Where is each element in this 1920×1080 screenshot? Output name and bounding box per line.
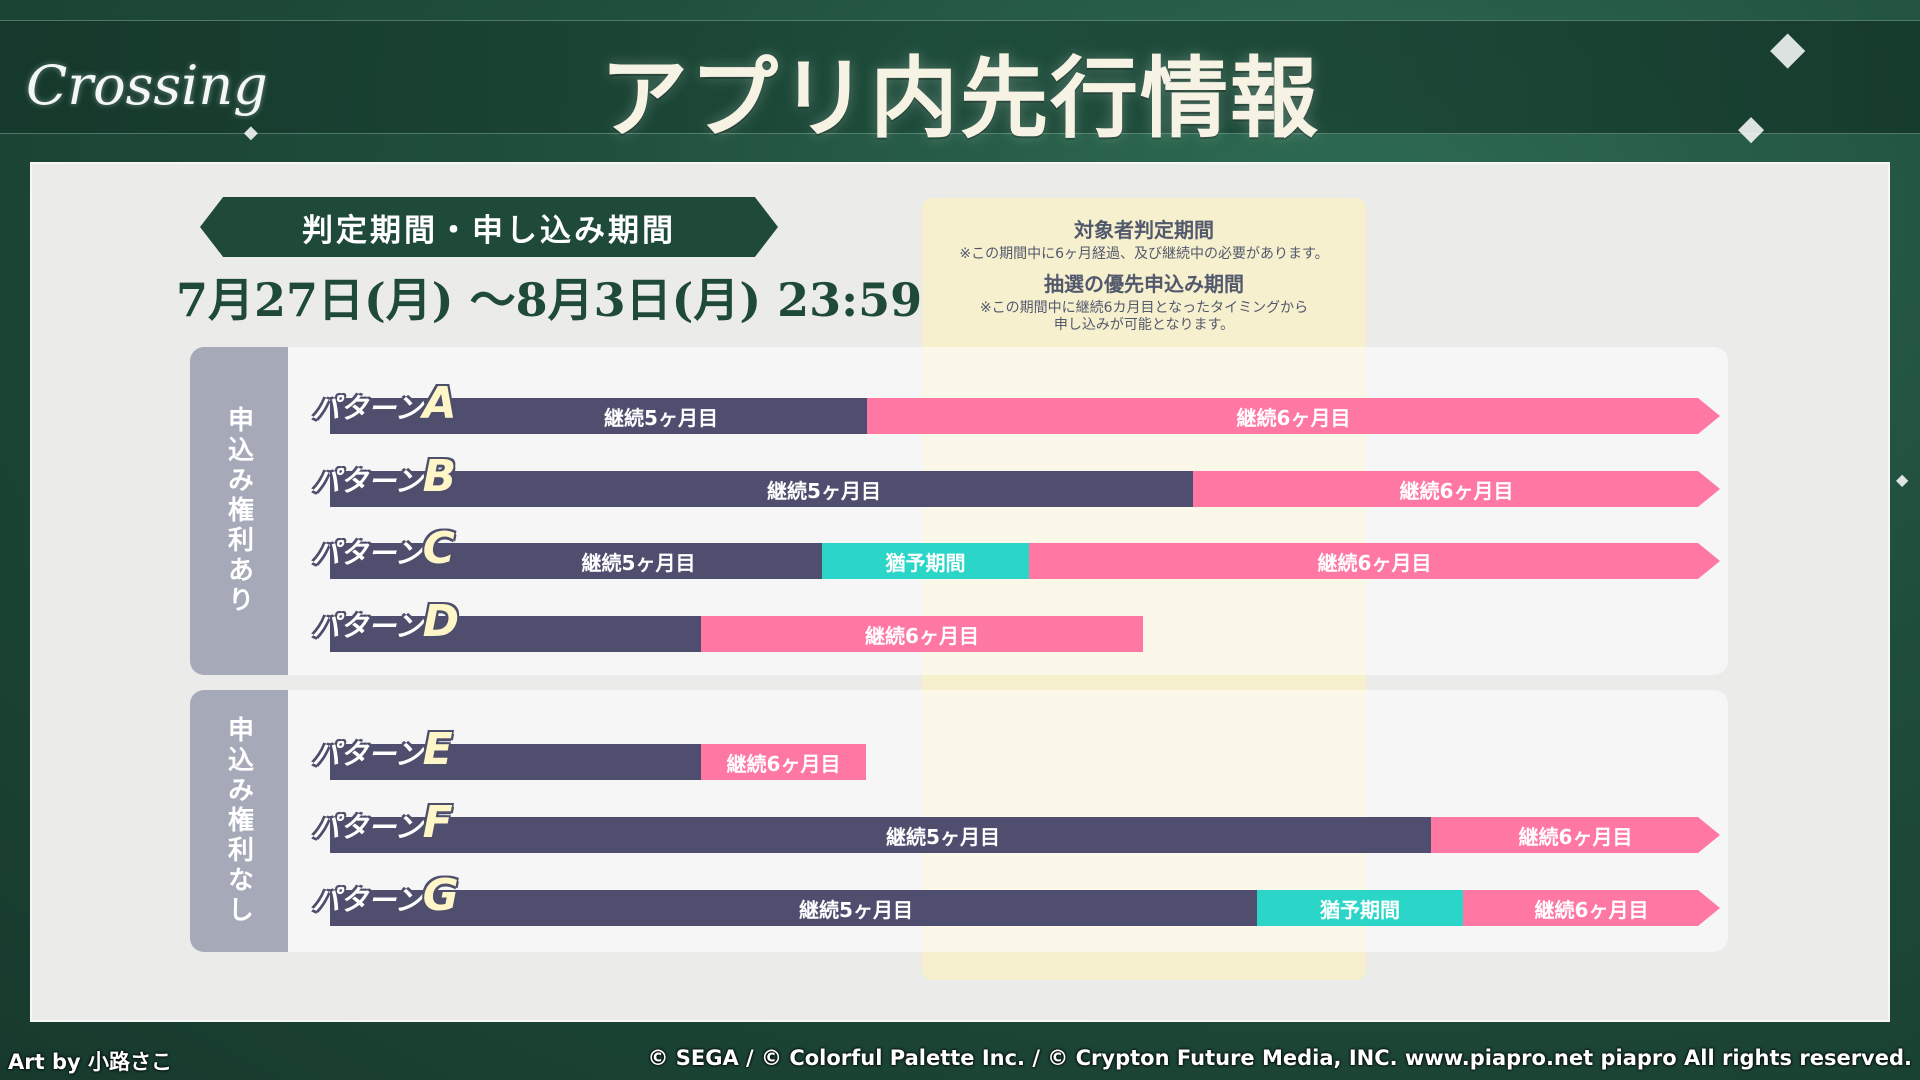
pattern-prefix: パターン [312,392,423,425]
copyright: © SEGA / © Colorful Palette Inc. / © Cry… [647,1046,1912,1070]
pattern-label: パターンC [312,523,455,574]
pattern-label: パターンG [312,870,459,921]
pattern-prefix: パターン [312,537,423,570]
timeline-segment: 継続5ヶ月目 [455,817,1431,853]
note-eligibility-title: 対象者判定期間 [1074,218,1214,242]
period-banner: 判定期間・申し込み期間 [200,197,778,257]
group-not-eligible-text: 申込み権利なし [223,716,254,926]
pattern-prefix: パターン [312,738,423,771]
bar-track [330,890,455,926]
pattern-letter: A [422,378,457,429]
bar-track [330,616,455,652]
pattern-letter: D [422,596,460,647]
timeline-segment: 継続6ヶ月目 [1463,890,1720,926]
page-title: アプリ内先行情報 [599,46,1320,150]
note-priority: 抽選の優先申込み期間 ※この期間中に継続6カ月目となったタイミングから 申し込み… [922,268,1366,334]
pattern-letter: F [422,797,453,848]
art-credit: Art by 小路さこ [8,1050,172,1074]
timeline-segment: 猶予期間 [822,543,1029,579]
group-not-eligible-label: 申込み権利なし [190,690,288,952]
pattern-row: 継続6ヶ月目 パターンD [0,596,1920,652]
bar-track [330,817,455,853]
group-eligible-label: 申込み権利あり [190,347,288,675]
timeline-segment: 猶予期間 [1257,890,1463,926]
timeline-segment [455,744,701,780]
note-priority-title: 抽選の優先申込み期間 [1044,272,1244,296]
note-eligibility: 対象者判定期間 ※この期間中に6ヶ月経過、及び継続中の必要があります。 [922,214,1366,263]
sparkle-icon: ◆ [244,122,258,143]
pattern-row: 継続5ヶ月目継続6ヶ月目 パターンF [0,797,1920,853]
timeline-segment: 継続6ヶ月目 [701,744,866,780]
bar-track [330,744,455,780]
note-priority-text: ※この期間中に継続6カ月目となったタイミングから 申し込みが可能となります。 [979,300,1309,333]
pattern-prefix: パターン [312,884,423,917]
pattern-row: 継続5ヶ月目継続6ヶ月目 パターンA [0,378,1920,434]
bar-track [330,398,455,434]
timeline-segment: 継続6ヶ月目 [1029,543,1720,579]
timeline-segment: 継続5ヶ月目 [455,471,1193,507]
timeline-segment: 継続5ヶ月目 [455,543,822,579]
timeline-segment: 継続6ヶ月目 [701,616,1143,652]
group-eligible-text: 申込み権利あり [223,406,254,616]
pattern-row: 継続5ヶ月目継続6ヶ月目 パターンB [0,451,1920,507]
pattern-letter: C [422,523,455,574]
timeline-segment: 継続5ヶ月目 [455,398,867,434]
pattern-label: パターンA [312,378,457,429]
pattern-label: パターンF [312,797,453,848]
period-dates: 7月27日(月) ～8月3日(月) 23:59 [176,273,923,327]
pattern-row: 継続5ヶ月目猶予期間継続6ヶ月目 パターンG [0,870,1920,926]
sparkle-icon: ◆ [1738,108,1765,148]
pattern-label: パターンB [312,451,457,502]
sparkle-icon: ◆ [1896,470,1909,489]
note-eligibility-text: ※この期間中に6ヶ月経過、及び継続中の必要があります。 [959,246,1329,262]
pattern-letter: G [422,870,459,921]
crossing-logo: Crossing [26,40,268,124]
sparkle-icon: ◆ [1770,20,1806,74]
pattern-prefix: パターン [312,811,423,844]
timeline-segment: 継続6ヶ月目 [867,398,1720,434]
bar-track [330,543,455,579]
header-bar [0,20,1920,134]
timeline-segment [455,616,701,652]
pattern-prefix: パターン [312,465,423,498]
bar-track [330,471,455,507]
pattern-prefix: パターン [312,610,423,643]
timeline-segment: 継続6ヶ月目 [1431,817,1720,853]
timeline-segment: 継続6ヶ月目 [1193,471,1720,507]
pattern-label: パターンD [312,596,460,647]
logo-text: Crossing [26,54,268,117]
pattern-row: 継続5ヶ月目猶予期間継続6ヶ月目 パターンC [0,523,1920,579]
timeline-segment: 継続5ヶ月目 [455,890,1257,926]
pattern-row: 継続6ヶ月目 パターンE [0,724,1920,780]
pattern-letter: E [422,724,453,775]
pattern-letter: B [422,451,457,502]
pattern-label: パターンE [312,724,453,775]
